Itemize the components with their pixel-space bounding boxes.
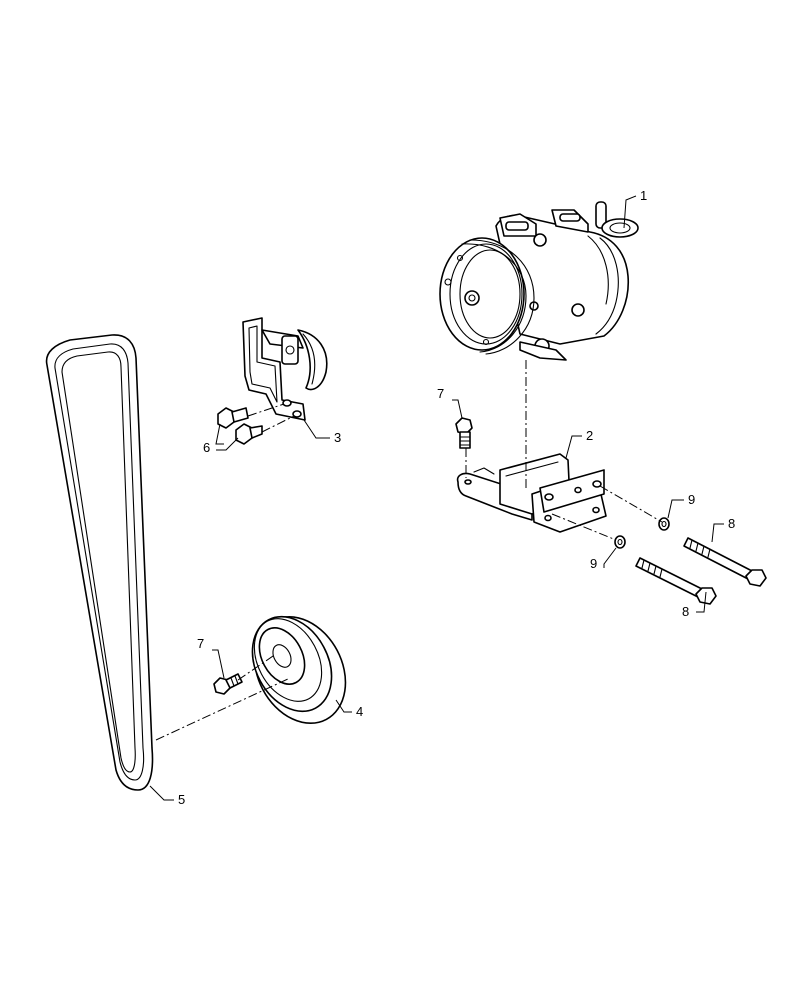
callout-5: 5 (178, 792, 185, 807)
part-bolt-lower[interactable] (213, 673, 243, 695)
callout-9-upper: 9 (688, 492, 695, 507)
part-long-bolts[interactable] (635, 537, 767, 605)
callout-6: 6 (203, 440, 210, 455)
part-washers[interactable] (614, 517, 670, 549)
callout-8-upper: 8 (728, 516, 735, 531)
callout-7-upper: 7 (437, 386, 444, 401)
part-drive-belt[interactable] (45, 334, 154, 791)
part-mounting-bracket[interactable] (456, 453, 607, 533)
center-lines (155, 360, 663, 741)
callout-4: 4 (356, 704, 363, 719)
callout-3: 3 (334, 430, 341, 445)
part-idler-bracket[interactable] (242, 317, 328, 421)
part-bolt-upper[interactable] (455, 417, 473, 449)
part-bolts-idler[interactable] (217, 407, 263, 445)
callout-8-lower: 8 (682, 604, 689, 619)
part-pulley[interactable] (237, 601, 364, 739)
callout-7-lower: 7 (197, 636, 204, 651)
leader-lines (149, 195, 724, 801)
callout-2: 2 (586, 428, 593, 443)
callout-9-lower: 9 (590, 556, 597, 571)
callout-labels: 1 2 3 4 5 6 7 7 8 8 9 9 (178, 188, 735, 807)
callout-1: 1 (640, 188, 647, 203)
part-compressor[interactable] (439, 201, 639, 361)
